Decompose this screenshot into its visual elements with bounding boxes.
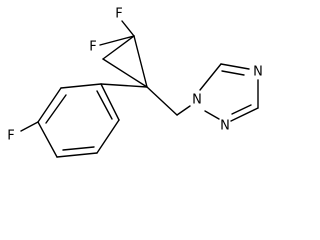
bond-ring-c1-c2 — [102, 35, 135, 60]
bond-n1-c5 — [199, 63, 222, 91]
triazole-ring — [199, 63, 259, 122]
bond-aryl-3 — [37, 121, 58, 158]
atom-label-f-top: F — [115, 7, 122, 22]
bond-c2-f-side — [99, 35, 135, 46]
bond-aryl-double-1 — [45, 94, 67, 124]
atom-label-f-para: F — [7, 129, 14, 144]
bond-c3-aryl — [100, 83, 148, 88]
bond-ring-c3-c1 — [102, 58, 148, 88]
bond-aryl-1 — [60, 83, 102, 89]
bond-c2-f-top — [121, 20, 135, 37]
bond-aryl-double-2 — [62, 146, 95, 151]
bond-aryl-2 — [37, 87, 62, 123]
bond-aryl-double-3 — [96, 90, 113, 120]
difluoro-substituents — [99, 20, 135, 46]
bond-n2-n1 — [204, 110, 220, 120]
bond-c3-n2-double — [231, 104, 252, 115]
bond-c5-n4 — [220, 63, 250, 70]
atom-label-f-side: F — [89, 40, 96, 55]
atom-label-n2: N — [220, 119, 230, 134]
cyclopropane-ring — [102, 35, 148, 88]
methylene-linker — [146, 86, 191, 116]
chemical-structure: F F F N N N — [7, 7, 263, 158]
atom-label-n1: N — [192, 93, 202, 108]
bond-c3-n2 — [230, 107, 259, 122]
bond-aryl-4 — [56, 152, 98, 158]
bond-c3-ch2 — [146, 86, 178, 116]
bond-ring-c2-c3 — [133, 35, 148, 88]
bond-aryl-f — [20, 121, 39, 132]
bond-aryl-6 — [100, 83, 120, 121]
bond-aryl-5 — [96, 119, 120, 154]
fluorophenyl-ring — [20, 83, 148, 158]
bond-c5-n4-double — [221, 70, 245, 76]
bond-ch2-n1 — [176, 105, 191, 116]
atom-label-n4: N — [253, 65, 263, 80]
